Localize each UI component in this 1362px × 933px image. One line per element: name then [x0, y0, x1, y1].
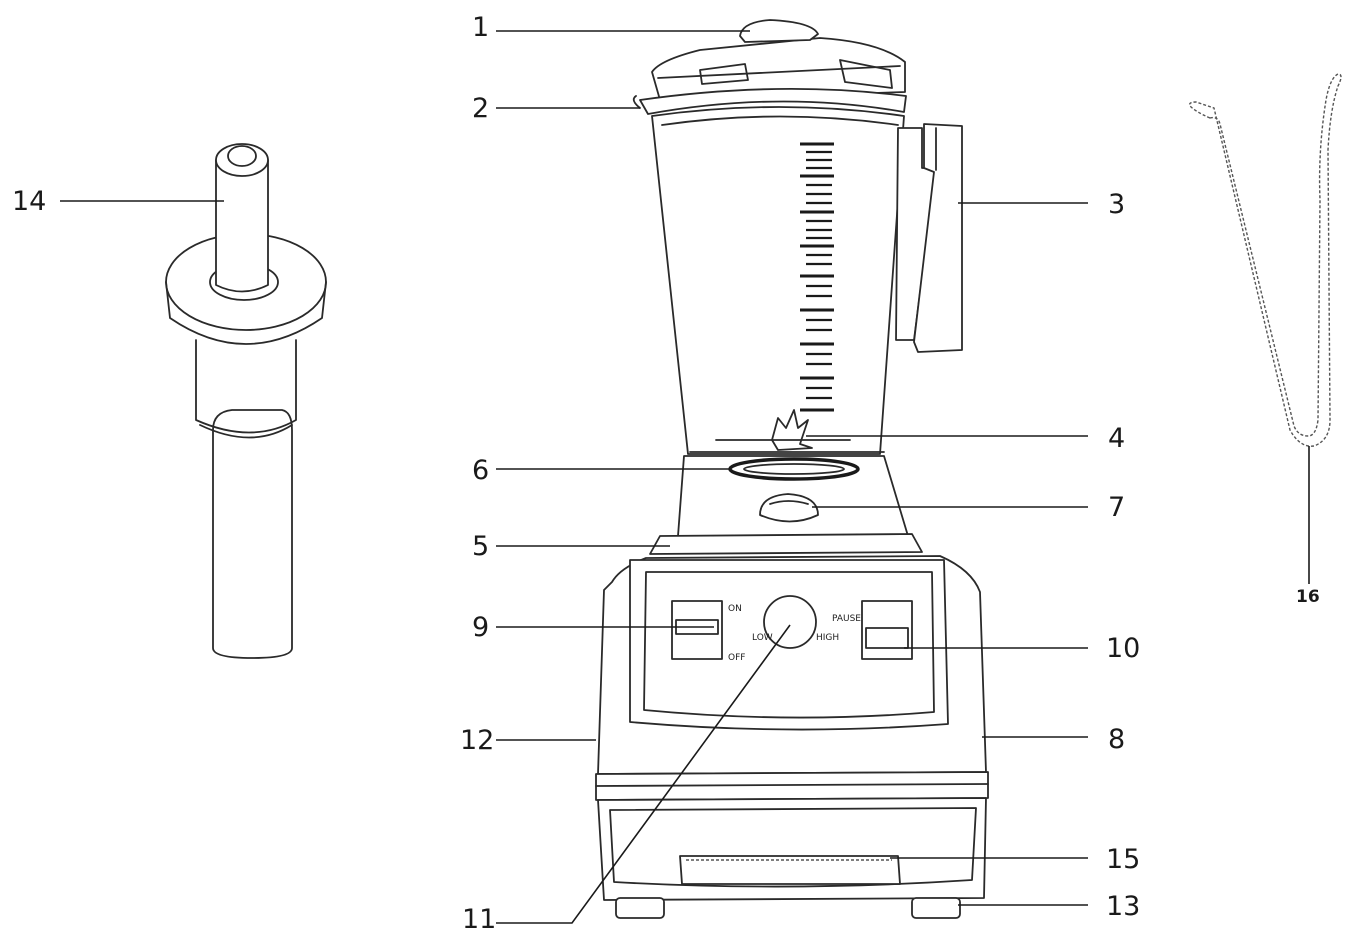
leader-lines — [60, 30, 1310, 924]
off-label: OFF — [728, 653, 745, 663]
low-label: LOW — [752, 633, 773, 643]
on-label: ON — [728, 604, 742, 614]
callout-16: 16 — [1296, 587, 1320, 607]
jar-illustration — [632, 19, 963, 455]
pause-label: PAUSE — [832, 614, 861, 624]
callout-9: 9 — [472, 612, 489, 643]
measurement-scale — [800, 142, 834, 412]
callout-8: 8 — [1108, 724, 1125, 755]
callout-7: 7 — [1108, 492, 1125, 523]
base-illustration: ON OFF LOW HIGH PAUSE — [595, 455, 989, 919]
callout-11: 11 — [462, 904, 496, 929]
callout-labels: 1 2 3 4 5 6 7 8 9 10 11 12 13 14 15 16 — [12, 12, 1320, 933]
callout-12: 12 — [460, 725, 494, 756]
callout-1: 1 — [472, 12, 489, 43]
callout-4: 4 — [1108, 423, 1125, 454]
callout-3: 3 — [1108, 189, 1125, 220]
blade-assembly — [689, 409, 885, 453]
callout-14: 14 — [12, 186, 46, 217]
cleaning-hook-illustration — [1188, 73, 1342, 447]
callout-15: 15 — [1106, 844, 1140, 875]
tamper-illustration — [165, 143, 327, 659]
callout-10: 10 — [1106, 633, 1140, 664]
callout-13: 13 — [1106, 891, 1140, 922]
callout-2: 2 — [472, 93, 489, 124]
callout-5: 5 — [472, 531, 489, 562]
callout-6: 6 — [472, 455, 489, 486]
high-label: HIGH — [816, 633, 839, 643]
